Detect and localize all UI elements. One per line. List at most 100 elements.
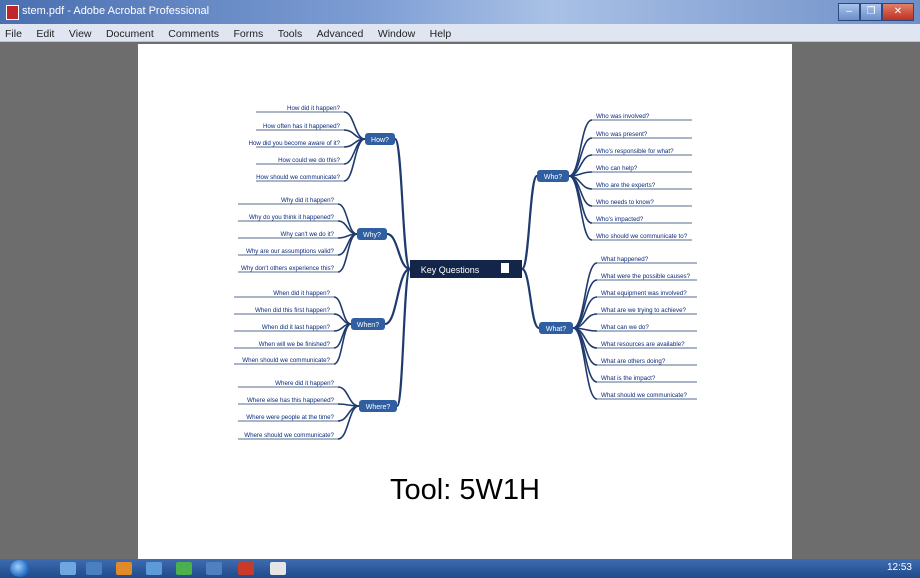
- what-item: What were the possible causes?: [601, 273, 691, 280]
- menu-edit[interactable]: Edit: [36, 28, 55, 40]
- who-item: Who was involved?: [596, 113, 650, 120]
- connector: [572, 327, 598, 383]
- who-item: Who are the experts?: [596, 182, 656, 189]
- app-icon[interactable]: [206, 562, 222, 575]
- document-task-icon[interactable]: [270, 562, 286, 575]
- when-item: When did this first happen?: [255, 307, 331, 314]
- branch-when: When? When did it happen? When did this …: [242, 290, 385, 364]
- window-title: stem.pdf - Adobe Acrobat Professional: [22, 5, 210, 17]
- what-item: What resources are available?: [601, 341, 685, 348]
- menu-window[interactable]: Window: [377, 28, 416, 40]
- connector: [520, 267, 541, 330]
- connector: [333, 323, 352, 365]
- title-bar: stem.pdf - Adobe Acrobat Professional – …: [0, 0, 920, 24]
- branch-where: Where? Where did it happen? Where else h…: [244, 380, 397, 439]
- menu-document[interactable]: Document: [105, 28, 154, 40]
- why-item: Why did it happen?: [281, 197, 335, 204]
- how-item: How did it happen?: [287, 105, 341, 112]
- menu-tools[interactable]: Tools: [277, 28, 303, 40]
- menu-view[interactable]: View: [68, 28, 92, 40]
- who-item: Who's responsible for what?: [596, 148, 674, 155]
- app-icon[interactable]: [146, 562, 162, 575]
- center-node: [410, 260, 522, 278]
- when-item: When did it happen?: [273, 290, 330, 297]
- who-item: Who needs to know?: [596, 199, 654, 206]
- ie-icon[interactable]: [60, 562, 76, 575]
- acrobat-task-icon[interactable]: [238, 562, 254, 575]
- node-why: Why?: [363, 232, 381, 239]
- explorer-icon[interactable]: [86, 562, 102, 575]
- connector: [568, 175, 593, 241]
- what-item: What are we trying to achieve?: [601, 307, 687, 314]
- minimize-button[interactable]: –: [838, 3, 860, 21]
- how-item: How did you become aware of it?: [249, 140, 341, 147]
- what-item: What happened?: [601, 256, 649, 263]
- how-item: How often has it happened?: [263, 123, 341, 130]
- connector: [572, 327, 598, 400]
- what-item: What are others doing?: [601, 358, 666, 365]
- why-item: Why can't we do it?: [281, 231, 335, 238]
- branch-what: What? What happened? What were the possi…: [539, 256, 691, 399]
- connector: [386, 232, 411, 271]
- start-button[interactable]: [10, 560, 30, 577]
- why-item: Why do you think it happened?: [249, 214, 335, 221]
- why-item: Why are our assumptions valid?: [246, 248, 335, 255]
- connector: [337, 203, 358, 235]
- maximize-button[interactable]: ❐: [860, 3, 882, 21]
- node-how: How?: [371, 137, 389, 144]
- connector: [384, 267, 411, 326]
- branch-how: How? How did it happen? How often has it…: [249, 105, 395, 181]
- mindmap: Key Questions How? How did it happen? Ho…: [234, 105, 697, 506]
- caption: Tool: 5W1H: [390, 474, 540, 506]
- connector: [395, 267, 412, 408]
- when-item: When will we be finished?: [259, 341, 331, 348]
- menu-advanced[interactable]: Advanced: [316, 28, 364, 40]
- connector: [337, 386, 360, 407]
- connector: [520, 174, 539, 271]
- what-item: What should we communicate?: [601, 392, 688, 399]
- connector: [568, 119, 593, 177]
- where-item: Where should we communicate?: [244, 432, 334, 439]
- why-item: Why don't others experience this?: [241, 265, 335, 272]
- menu-bar: File Edit View Document Comments Forms T…: [0, 24, 920, 42]
- menu-file[interactable]: File: [5, 28, 22, 40]
- how-item: How should we communicate?: [256, 174, 340, 181]
- how-item: How could we do this?: [278, 157, 340, 164]
- branch-who: Who? Who was involved? Who was present? …: [537, 113, 688, 240]
- branch-why: Why? Why did it happen? Why do you think…: [241, 197, 387, 272]
- connector: [572, 262, 598, 329]
- connector: [393, 137, 412, 271]
- connector: [568, 137, 593, 177]
- what-item: What equipment was involved?: [601, 290, 687, 297]
- when-item: When should we communicate?: [242, 357, 330, 364]
- note-icon: [501, 263, 509, 273]
- menu-help[interactable]: Help: [429, 28, 452, 40]
- close-button[interactable]: ✕: [882, 3, 914, 21]
- menu-comments[interactable]: Comments: [168, 28, 220, 40]
- node-what: What?: [546, 326, 566, 333]
- menu-forms[interactable]: Forms: [233, 28, 264, 40]
- who-item: Who was present?: [596, 131, 648, 138]
- node-who: Who?: [544, 174, 562, 181]
- what-item: What can we do?: [601, 324, 649, 331]
- system-tray-clock: 12:53: [886, 562, 912, 573]
- node-where: Where?: [366, 404, 391, 411]
- who-item: Who should we communicate to?: [596, 233, 688, 240]
- connector: [337, 233, 358, 273]
- connector: [343, 138, 366, 182]
- where-item: Where did it happen?: [275, 380, 334, 387]
- media-icon[interactable]: [116, 562, 132, 575]
- pdf-page: Key Questions How? How did it happen? Ho…: [138, 44, 792, 559]
- who-item: Who can help?: [596, 165, 638, 172]
- acrobat-icon: [6, 5, 19, 20]
- connector: [337, 405, 360, 422]
- where-item: Where else has this happened?: [247, 397, 335, 404]
- app-icon[interactable]: [176, 562, 192, 575]
- node-when: When?: [357, 322, 379, 329]
- connector: [337, 405, 360, 440]
- where-item: Where were people at the time?: [246, 414, 334, 421]
- when-item: When did it last happen?: [262, 324, 331, 331]
- taskbar: 12:53: [0, 559, 920, 578]
- center-label: Key Questions: [421, 265, 480, 275]
- who-item: Who's impacted?: [596, 216, 644, 223]
